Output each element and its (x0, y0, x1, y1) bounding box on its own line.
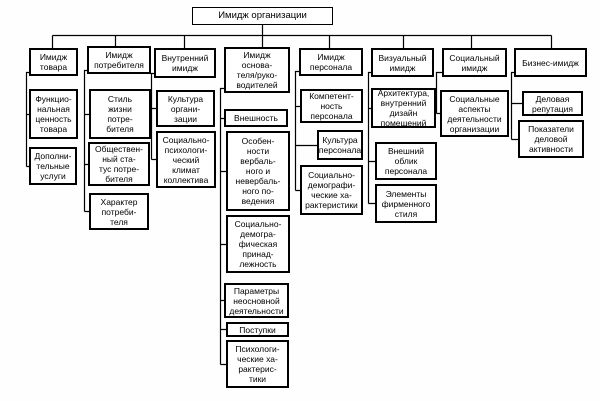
socio-demographic-affiliation: Социально- демогра- фическая принад- леж… (226, 215, 290, 273)
connector-bracket-col1 (25, 71, 29, 168)
appearance: Внешность (224, 109, 288, 127)
consumer-lifestyle: Стиль жизни потре- бителя (89, 89, 151, 139)
social-activity-aspects: Социальные аспекты деятельности организа… (440, 90, 509, 137)
consumer-character: Характер потреби- теля (89, 193, 149, 230)
founder-image-header: Имидж основа- теля/руко- водителей (224, 47, 290, 93)
personnel-culture: Культура персонала (317, 130, 363, 160)
connector-drops (51, 35, 553, 48)
connector-bracket-col6 (367, 71, 375, 205)
non-core-activity-parameters: Параметры неосновной деятельности (224, 283, 289, 318)
connector-bracket-col7 (435, 71, 442, 115)
personnel-image-header: Имидж персонала (299, 48, 363, 76)
connector-bracket-col5 (294, 70, 317, 192)
connector-bracket-col3 (150, 72, 156, 161)
business-image-header: Бизнес-имидж (514, 48, 587, 77)
additional-services: Дополни- тельные услуги (29, 147, 77, 185)
psychological-characteristics: Психологи- ческие ха- рактерис- тики (226, 340, 289, 388)
verbal-nonverbal-behavior: Особен- ности вербаль- ного и невербаль-… (226, 131, 290, 211)
organization-culture: Культура органи- зации (156, 90, 215, 127)
social-image-header: Социальный имидж (442, 48, 507, 77)
personnel-socio-demographic: Социально- демографи- ческие ха- рактери… (300, 165, 363, 215)
personnel-appearance: Внешний облик персонала (375, 142, 437, 180)
architecture-interior-design: Архитектура, внутренний дизайн помещений (371, 88, 436, 128)
consumer-image-header: Имидж потребителя (87, 46, 151, 74)
connector-bracket-col8 (510, 71, 522, 141)
personnel-competence: Компетент- ность персонала (300, 89, 363, 123)
internal-image-header: Внутренний имидж (154, 48, 216, 78)
consumer-social-status: Обществен- ный ста- тус потре- бителя (88, 142, 150, 186)
product-image-header: Имидж товара (29, 48, 78, 76)
connector-bracket-col4 (219, 87, 226, 366)
actions: Поступки (226, 322, 289, 337)
visual-image-header: Визуальный имидж (371, 48, 434, 77)
product-functional-value: Функцио- нальная ценность товара (29, 89, 78, 139)
corporate-identity-elements: Элементы фирменного стиля (375, 184, 437, 223)
connector-bracket-col2 (83, 69, 89, 213)
business-activity-indicators: Показатели деловой активности (518, 120, 584, 158)
business-reputation: Деловая репутация (522, 91, 583, 116)
socio-psychological-climate: Социально- психологи- ческий климат колл… (156, 131, 216, 188)
org-image-root: Имидж организации (192, 7, 333, 25)
